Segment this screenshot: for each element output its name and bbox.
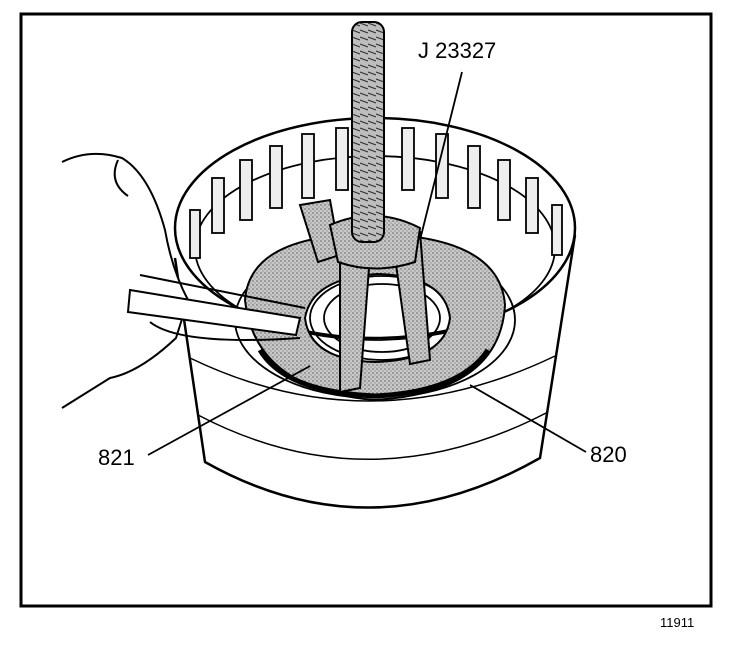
callout-tool-label: J 23327: [418, 38, 496, 63]
snap-ring-821: [257, 348, 491, 399]
callout-part-820: 820: [590, 442, 627, 467]
callout-part-821: 821: [98, 445, 135, 470]
figure-frame: [19, 12, 713, 608]
figure-number: 11911: [660, 615, 694, 630]
threaded-rod: [351, 21, 385, 243]
leader-lines: [147, 71, 587, 456]
drum-splines: [189, 127, 563, 259]
hand-with-pliers: [61, 152, 306, 409]
